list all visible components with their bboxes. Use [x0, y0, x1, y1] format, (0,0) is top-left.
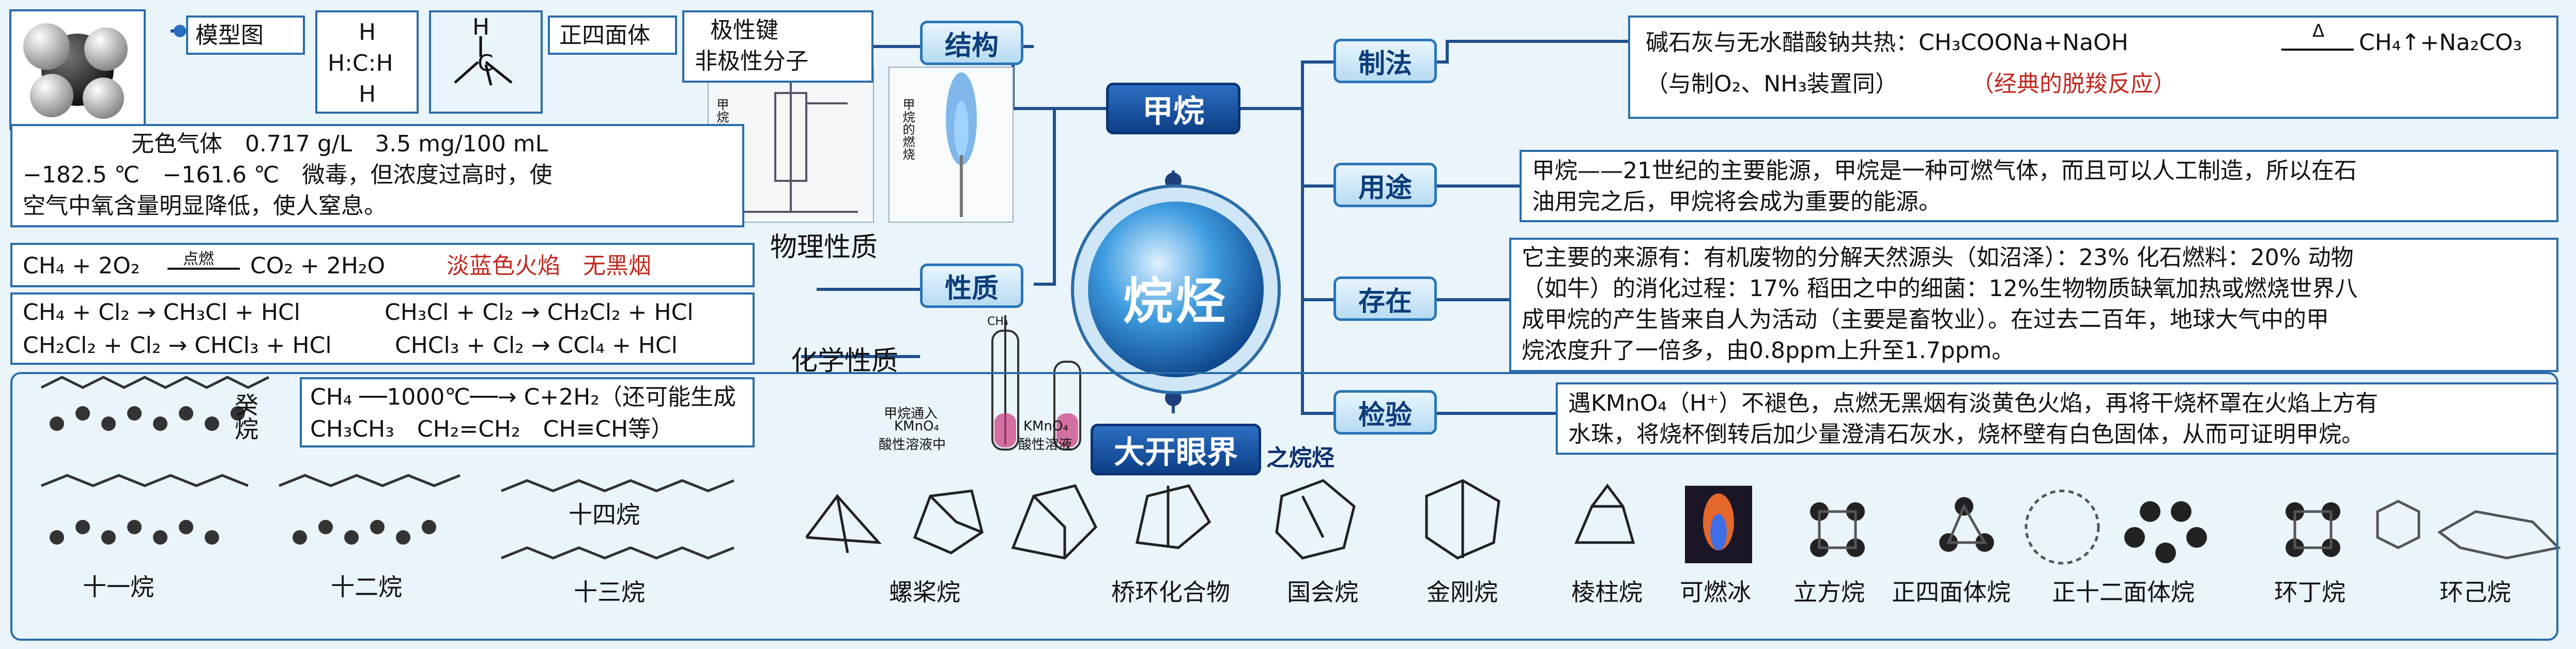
gallery-label-tetrahedrane: 正四面体烷 — [1892, 578, 2011, 606]
existence-line-2: （如牛）的消化过程：17% 稻田之中的细菌：12%生物物质缺氧加热或燃烧世界八 — [1522, 275, 2358, 302]
preparation-line-2b: （经典的脱羧反应） — [1971, 71, 2176, 97]
lewis-middle: H:C:H — [328, 50, 393, 76]
substitution-box: CH₄ + Cl₂ → CH₃Cl + HCl CH₃Cl + Cl₂ → CH… — [10, 292, 755, 365]
gallery-label-methane-hydrate: 可燃冰 — [1680, 578, 1751, 606]
gallery-label-cubane: 立方烷 — [1793, 578, 1865, 606]
molecule-polarity: 非极性分子 — [695, 48, 808, 74]
gallery-label-congressane: 国会烷 — [1287, 578, 1358, 606]
combustion-box: CH₄ + 2O₂ 点燃 CO₂ + 2H₂O 淡蓝色火焰 无黑烟 — [10, 243, 755, 287]
physical-label: 物理性质 — [770, 232, 878, 263]
combustion-lhs: CH₄ + 2O₂ — [23, 253, 140, 279]
photo-right-caption: 甲烷的燃烧 — [900, 98, 915, 160]
kmno4-caption-2: KMnO₄ — [894, 419, 939, 434]
preparation-line-1a: 碱石灰与无水醋酸钠共热：CH₃COONa+NaOH — [1646, 29, 2128, 56]
existence-box: 它主要的来源有：有机废物的分解天然源头（如沼泽）：23% 化石燃料：20% 动物… — [1509, 238, 2558, 372]
polarity-box: 极性键 非极性分子 — [682, 10, 873, 83]
gallery-label-tetradecane: 十四烷 — [569, 501, 640, 529]
struct-h: H — [472, 14, 490, 40]
gallery-label-bridged: 桥环化合物 — [1111, 578, 1230, 606]
physical-line-1: 无色气体 0.717 g/L 3.5 mg/100 mL — [131, 131, 548, 157]
center-title: 烷烃 — [1123, 272, 1229, 330]
physical-line-3: 空气中氧含量明显降低，使人窒息。 — [23, 193, 387, 219]
lewis-h-bottom: H — [359, 81, 376, 107]
gallery-label-dodecahedrane: 正十二面体烷 — [2052, 578, 2195, 606]
substitution-1a: CH₄ + Cl₂ → CH₃Cl + HCl — [23, 299, 300, 326]
substitution-1b: CH₃Cl + Cl₂ → CH₂Cl₂ + HCl — [385, 299, 694, 326]
combustion-arrow — [167, 268, 240, 270]
gallery-label-adamantane: 金刚烷 — [1427, 578, 1498, 606]
substitution-2a: CH₂Cl₂ + Cl₂ → CHCl₃ + HCl — [23, 332, 332, 359]
bond-polarity: 极性键 — [710, 17, 778, 43]
category-structure: 结构 — [920, 21, 1023, 65]
preparation-arrow — [2281, 49, 2354, 51]
preparation-line-1b: CH₄↑+Na₂CO₃ — [2359, 29, 2522, 56]
struct-c: C — [478, 50, 494, 76]
existence-line-4: 烷浓度升了一倍多，由0.8ppm上升至1.7ppm。 — [1522, 337, 2015, 364]
substitution-2b: CHCl₃ + Cl₂ → CCl₄ + HCl — [395, 332, 678, 359]
model-label: 模型图 — [186, 16, 305, 55]
physical-properties-box: 无色气体 0.717 g/L 3.5 mg/100 mL −182.5 ℃ −1… — [10, 124, 744, 227]
kmno4-caption-3: 酸性溶液中 — [879, 437, 946, 453]
gallery-label-propellane: 螺桨烷 — [889, 578, 960, 606]
physical-line-2: −182.5 ℃ −161.6 ℃ 微毒，但浓度过高时，使 — [23, 162, 553, 188]
combustion-rhs: CO₂ + 2H₂O — [250, 253, 386, 279]
decane-label: 癸烷 — [231, 393, 259, 440]
existence-line-1: 它主要的来源有：有机废物的分解天然源头（如沼泽）：23% 化石燃料：20% 动物 — [1522, 244, 2354, 271]
category-property: 性质 — [920, 264, 1023, 308]
shape-label: 正四面体 — [548, 16, 677, 55]
combustion-condition: 点燃 — [183, 250, 214, 268]
usage-line-1: 甲烷——21世纪的主要能源，甲烷是一种可燃气体，而且可以人工制造，所以在石 — [1532, 158, 2357, 184]
gallery-label-cyclobutane: 环丁烷 — [2274, 578, 2345, 606]
combustion-note: 淡蓝色火焰 无黑烟 — [447, 253, 651, 279]
center-top-label: 甲烷 — [1106, 83, 1240, 134]
category-test: 检验 — [1333, 390, 1437, 435]
chemical-label: 化学性质 — [791, 346, 899, 377]
preparation-box: 碱石灰与无水醋酸钠共热：CH₃COONa+NaOH Δ CH₄↑+Na₂CO₃ … — [1628, 16, 2558, 119]
test-box: 遇KMnO₄（H⁺）不褪色，点燃无黑烟有淡黄色火焰，再将干烧杯罩在火焰上方有 水… — [1556, 382, 2558, 455]
existence-line-3: 成甲烷的产生皆来自人为活动（主要是畜牧业）。在过去二百年，地球大气中的甲 — [1522, 306, 2329, 333]
kmno4-caption-4: KMnO₄ — [1023, 419, 1068, 434]
lewis-structure: H H:C:H H — [315, 10, 419, 114]
test-line-2: 水珠，将烧杯倒转后加少量澄清石灰水，烧杯壁有白色固体，从而可证明甲烷。 — [1568, 421, 2364, 447]
center-bottom-suffix: 之烷烃 — [1266, 445, 1335, 471]
structural-formula: H C — [429, 10, 543, 114]
usage-line-2: 油用完之后，甲烷将会成为重要的能源。 — [1532, 189, 1941, 215]
gallery-label-tridecane: 十三烷 — [574, 578, 645, 606]
pyrolysis-line-2: CH₃CH₃ CH₂=CH₂ CH≡CH等） — [310, 416, 674, 442]
gallery-label-dodecane: 十二烷 — [331, 573, 402, 601]
category-existence: 存在 — [1333, 276, 1437, 321]
pyrolysis-line-1: CH₄ ──1000℃──→ C+2H₂（还可能生成 — [310, 384, 736, 410]
gallery-label-undecane: 十一烷 — [83, 573, 154, 601]
kmno4-caption-5: 酸性溶液 — [1018, 437, 1072, 453]
pyrolysis-box: CH₄ ──1000℃──→ C+2H₂（还可能生成 CH₃CH₃ CH₂=CH… — [300, 377, 755, 447]
gallery-label-cyclohexane: 环己烷 — [2440, 578, 2511, 606]
center-bottom-label: 大开眼界 — [1091, 424, 1261, 475]
kmno4-top: CH₄ — [987, 315, 1008, 328]
category-preparation: 制法 — [1333, 39, 1437, 83]
test-line-1: 遇KMnO₄（H⁺）不褪色，点燃无黑烟有淡黄色火焰，再将干烧杯罩在火焰上方有 — [1568, 390, 2379, 416]
usage-box: 甲烷——21世纪的主要能源，甲烷是一种可燃气体，而且可以人工制造，所以在石 油用… — [1520, 150, 2558, 222]
lewis-h-top: H — [359, 19, 376, 45]
preparation-condition: Δ — [2312, 21, 2325, 41]
preparation-line-2a: （与制O₂、NH₃装置同） — [1646, 71, 1898, 97]
kmno4-caption-1: 甲烷通入 — [884, 406, 938, 422]
gallery-label-prismane: 棱柱烷 — [1571, 578, 1643, 606]
category-usage: 用途 — [1333, 163, 1437, 207]
